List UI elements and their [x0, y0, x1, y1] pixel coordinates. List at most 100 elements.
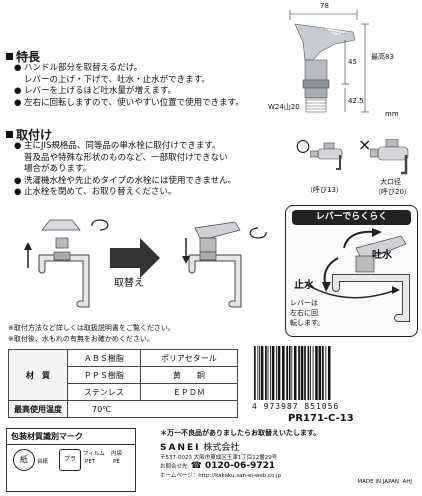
- features-heading: 特長: [6, 48, 40, 65]
- phone-number: 0120-06-9721: [205, 461, 276, 471]
- table-cell: ステンレス: [67, 383, 141, 401]
- ng-mark-icon: ×: [358, 135, 372, 154]
- install-heading: 取付け: [6, 126, 52, 143]
- barcode-bar: [267, 346, 269, 400]
- plastic-mark-icon: プラ: [59, 449, 81, 471]
- company-block: ＊万一不良品がありましたらお取替えいたします。 SANEI 株式会社 〒537-…: [160, 428, 418, 494]
- lever-usage-drawing: [305, 228, 410, 322]
- barcode-bar: [286, 346, 288, 400]
- barcode-bar: [288, 346, 291, 400]
- features-item: ●レバーを上げるほど吐水量が増えます。: [14, 86, 177, 96]
- ng-caption: （呼び20）: [374, 188, 411, 196]
- table-row: 材 質 ＡＢＳ樹脂 ポリアセタール: [8, 349, 239, 401]
- barcode-graphic: [254, 346, 331, 400]
- replacement-illustration: 取替え: [10, 208, 285, 318]
- install-item: ●主にJIS規格品、同等品の単水栓に取付けできます。: [14, 141, 221, 151]
- replacement-steps-drawing: [24, 219, 267, 308]
- max-temp-value: 70℃: [67, 400, 238, 418]
- barcode-bar: [265, 346, 267, 400]
- table-cell: ＰＰＳ樹脂: [67, 366, 141, 384]
- install-note: ※取付後、水もれの有無をお確かめください。: [8, 335, 154, 343]
- lever-discharge-label: 吐水: [372, 250, 392, 261]
- barcode-digits: 4 973987 851056: [252, 402, 340, 411]
- install-list: ●主にJIS規格品、同等品の単水栓に取付けできます。 普及品や特殊な形状のものな…: [14, 141, 284, 199]
- dim-thread: W24山20: [268, 103, 300, 111]
- barcode-bar: [310, 346, 311, 400]
- table-cell: ＡＢＳ樹脂: [67, 349, 141, 367]
- lever-title: レバーでらくらく: [315, 212, 388, 222]
- company-address: 〒537-0023 大阪市東成区玉津1丁目12番29号: [160, 455, 278, 461]
- barcode-bar: [291, 346, 293, 400]
- ok-mark-icon: 〇: [296, 140, 310, 156]
- barcode-bar: [312, 346, 314, 400]
- features-item: ●ハンドル部分を取替えるだけ。: [14, 63, 143, 73]
- table-row: 最高使用温度 70℃: [8, 400, 238, 418]
- barcode-bar: [282, 346, 285, 400]
- replacement-notice: ＊万一不良品がありましたらお取替えいたします。: [160, 429, 321, 437]
- inner-label: 内袋: [111, 451, 123, 457]
- replace-label: 取替え: [114, 278, 144, 289]
- barcode-bar: [307, 346, 310, 400]
- product-code: PR171-C-13: [288, 413, 354, 424]
- made-in: MADE IN JAPAN AHJ: [357, 479, 412, 485]
- phone-label: お問合せ先: [160, 464, 188, 470]
- dim-height-lower: 42.5: [348, 97, 364, 105]
- barcode-bar: [260, 346, 264, 400]
- barcode-bar: [276, 346, 277, 400]
- features-item: レバーの上げ・下げで、吐水・止水ができます。: [24, 74, 210, 85]
- barcode-bar: [325, 346, 327, 400]
- faucet-dimension-drawing: [289, 10, 369, 113]
- packaging-panel: 包装材質識別マーク 紙 台紙 プラ フィルム 内袋 PET PE: [6, 428, 136, 492]
- barcode-bar: [257, 346, 259, 400]
- barcode-bar: [254, 346, 256, 400]
- dim-unit: mm: [385, 110, 399, 118]
- materials-label: 材 質: [8, 349, 68, 401]
- phone-row: お問合せ先 ☎ 0120-06-9721: [160, 461, 418, 471]
- install-title: 取付け: [16, 128, 53, 142]
- small-faucet-icon: [310, 142, 343, 170]
- packaging-title: 包装材質識別マーク: [7, 429, 135, 445]
- film-material: PET: [85, 459, 96, 465]
- table-cell: ポリアセタール: [139, 349, 239, 367]
- heading-square-icon: [6, 131, 13, 138]
- barcode-bar: [304, 346, 306, 400]
- install-note: ※取付方法など詳しくは取扱説明書をご覧ください。: [8, 324, 175, 332]
- barcode-bar: [277, 346, 281, 400]
- homepage-link[interactable]: ホームページ：http://kakaku.san-ei-web.co.jp: [160, 473, 282, 479]
- heading-square-icon: [6, 53, 13, 60]
- install-item: 場合があります。: [24, 164, 92, 174]
- paper-label: 台紙: [37, 459, 49, 465]
- features-title: 特長: [16, 50, 41, 64]
- ng-big-label: 大口径: [380, 178, 401, 186]
- features-list: ●ハンドル部分を取替えるだけ。 レバーの上げ・下げで、吐水・止水ができます。 ●…: [14, 63, 274, 109]
- company-name-row: SANEI 株式会社: [160, 440, 418, 453]
- paper-mark-icon: 紙: [13, 449, 35, 471]
- barcode-area: 4 973987 851056 PR171-C-13: [248, 342, 416, 426]
- barcode-bar: [271, 346, 275, 400]
- barcode-bar: [315, 346, 318, 400]
- table-cell: 黄 銅: [139, 366, 239, 384]
- install-item: 普及品や特殊な形状のものなど、一部取付けできない: [24, 152, 228, 163]
- dim-width: 78: [320, 2, 329, 10]
- freedial-icon: ☎: [190, 461, 202, 471]
- company-name: 株式会社: [203, 443, 240, 453]
- barcode-bar: [300, 346, 304, 400]
- barcode-bar: [259, 346, 260, 400]
- dim-height-upper: 45: [348, 58, 357, 66]
- install-notes: ※取付方法など詳しくは取扱説明書をご覧ください。 ※取付後、水もれの有無をお確か…: [8, 323, 175, 345]
- barcode-bar: [298, 346, 300, 400]
- lever-stop-label: 止水: [294, 280, 314, 291]
- lever-rotate-text: レバーは 左右に回 転します。: [290, 299, 325, 327]
- max-temp-label: 最高使用温度: [8, 400, 68, 418]
- barcode-bar: [270, 346, 271, 400]
- lever-title-bar: レバーでらくらく: [292, 210, 411, 225]
- large-faucet-icon: [370, 139, 409, 175]
- table-row: ステンレス ＥＰＤＭ: [9, 383, 239, 401]
- barcode-bar: [318, 346, 322, 400]
- company-logo: SANEI: [160, 443, 201, 453]
- barcode-bar: [293, 346, 297, 400]
- materials-table: 材 質 ＡＢＳ樹脂 ポリアセタール ＰＰＳ樹脂 黄 銅 ステンレス ＥＰＤＭ 最…: [8, 349, 239, 418]
- table-cell: ＥＰＤＭ: [139, 383, 239, 401]
- ok-caption: （呼び13）: [306, 186, 343, 194]
- film-label: フィルム: [83, 451, 105, 457]
